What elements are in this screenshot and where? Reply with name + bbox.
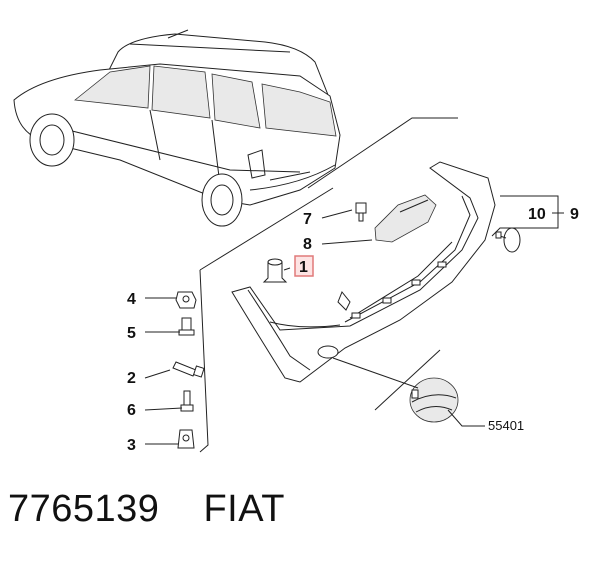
caption: 7765139 FIAT (8, 488, 285, 538)
screw-part-2 (172, 361, 205, 378)
rear-bumper (231, 161, 496, 383)
reflector-part-10 (495, 227, 521, 253)
parts-diagram: 7 8 1 4 5 2 6 3 10 9 55401 (13, 29, 579, 454)
brand-name: FIAT (203, 488, 285, 530)
car-illustration (13, 29, 341, 227)
detail-frame (199, 187, 334, 271)
screw-part-6 (180, 390, 194, 412)
callout-2: 2 (127, 370, 136, 387)
callout-10: 10 (528, 206, 546, 223)
bracket-part-8 (374, 194, 437, 243)
callout-9: 9 (570, 206, 579, 223)
callout-55401: 55401 (488, 418, 524, 433)
callout-6: 6 (127, 402, 136, 419)
detail-frame-left (199, 269, 209, 453)
callout-1-highlight (294, 255, 314, 277)
callout-1: 1 (299, 259, 308, 276)
grommet-part-1 (262, 258, 288, 283)
screw-part-5 (178, 317, 195, 336)
callout-3: 3 (127, 437, 136, 454)
clip-part-4 (175, 291, 197, 309)
callout-5: 5 (127, 325, 136, 342)
detail-frame-right (374, 349, 441, 411)
screw-part-7 (355, 202, 367, 222)
car-pointer-line (307, 117, 458, 189)
part-number: 7765139 (8, 488, 160, 530)
nut-part-3 (177, 429, 195, 449)
fog-light-part-55401 (409, 377, 459, 423)
callout-8: 8 (303, 236, 312, 253)
callout-7: 7 (303, 211, 312, 228)
callout-4: 4 (127, 291, 136, 308)
